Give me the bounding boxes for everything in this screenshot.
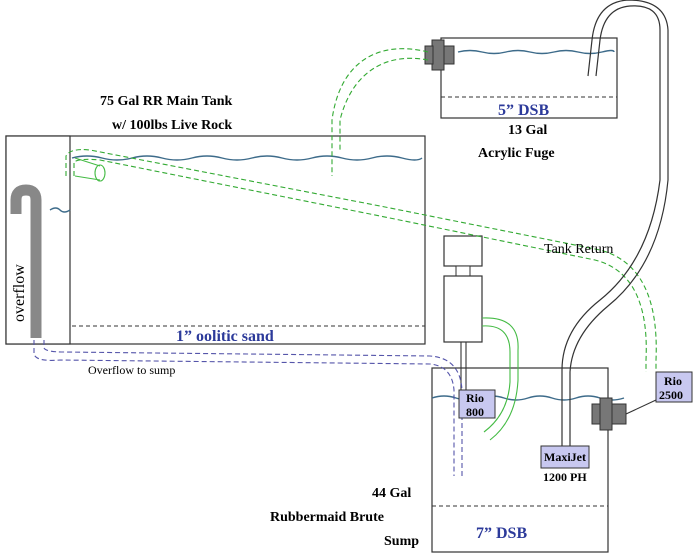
fuge-supply-hose-2 — [569, 0, 669, 446]
filter-return-line — [481, 317, 519, 441]
filter-return-line-2 — [481, 325, 511, 433]
main-tank: 1” oolitic sand overflow — [5, 135, 426, 345]
main-tank-title-line2: w/ 100lbs Live Rock — [112, 118, 232, 133]
overflow-water-line — [49, 207, 71, 213]
maxijet-label-line2: 1200 PH — [543, 470, 587, 484]
filter-unit — [443, 235, 483, 394]
fuge-title-line1: 13 Gal — [508, 123, 547, 138]
filter-head — [443, 235, 483, 267]
main-tank-outline — [5, 135, 426, 345]
fuge-bulkhead-center — [443, 45, 455, 65]
sump-title-line3: Sump — [384, 534, 419, 549]
return-nozzle-end — [94, 164, 106, 182]
rio-2500-label-line1: Rio — [664, 374, 682, 388]
rio-800-label-line2: 800 — [466, 405, 484, 419]
sump-bulkhead-outer — [611, 403, 627, 425]
maxijet-label-line1: MaxiJet — [544, 450, 586, 464]
fuge-bulkhead-nut — [424, 45, 434, 65]
sump-title-line2: Rubbermaid Brute — [270, 510, 384, 525]
main-tank-title-line1: 75 Gal RR Main Tank — [100, 94, 232, 109]
overflow-pipe — [10, 184, 42, 338]
tank-return-line — [65, 149, 657, 372]
fuge-title-line2: Acrylic Fuge — [478, 146, 555, 161]
sump-bulkhead-inner — [591, 403, 601, 425]
fuge-bulkhead-left — [431, 39, 445, 71]
fuge: 5” DSB — [424, 37, 618, 119]
rio-800-label-line1: Rio — [466, 391, 484, 405]
overflow-to-sump-line-2 — [43, 340, 463, 476]
overflow-to-sump-line — [33, 340, 455, 476]
return-nozzle — [74, 157, 101, 181]
rio-2500-connector — [625, 399, 657, 415]
overflow-label: overflow — [11, 264, 28, 322]
overflow-to-sump-label: Overflow to sump — [88, 363, 175, 377]
rio-2500-label-line2: 2500 — [659, 388, 683, 402]
tank-return-line-2 — [73, 158, 647, 372]
fuge-water-line — [457, 49, 615, 55]
maxijet-pump: MaxiJet 1200 PH — [540, 445, 590, 484]
rio-2500-box — [655, 371, 693, 403]
sump-title-line1: 44 Gal — [372, 486, 411, 501]
sump-bulkhead — [599, 397, 613, 431]
sump-sand-label: 7” DSB — [476, 525, 527, 542]
main-tank-sand-label: 1” oolitic sand — [176, 328, 274, 345]
rio-2500-pump: Rio 2500 — [625, 371, 693, 415]
fuge-sand-label: 5” DSB — [498, 102, 549, 119]
rio-800-box — [458, 389, 496, 419]
filter-neck — [455, 265, 471, 277]
fuge-supply-hose — [561, 5, 661, 446]
rio-800-pump: Rio 800 — [458, 389, 496, 419]
tank-return-label: Tank Return — [544, 242, 613, 257]
maxijet-box — [540, 445, 590, 469]
filter-body — [443, 275, 483, 343]
fuge-feed-line-2 — [339, 57, 429, 150]
fuge-feed-line — [331, 48, 429, 176]
